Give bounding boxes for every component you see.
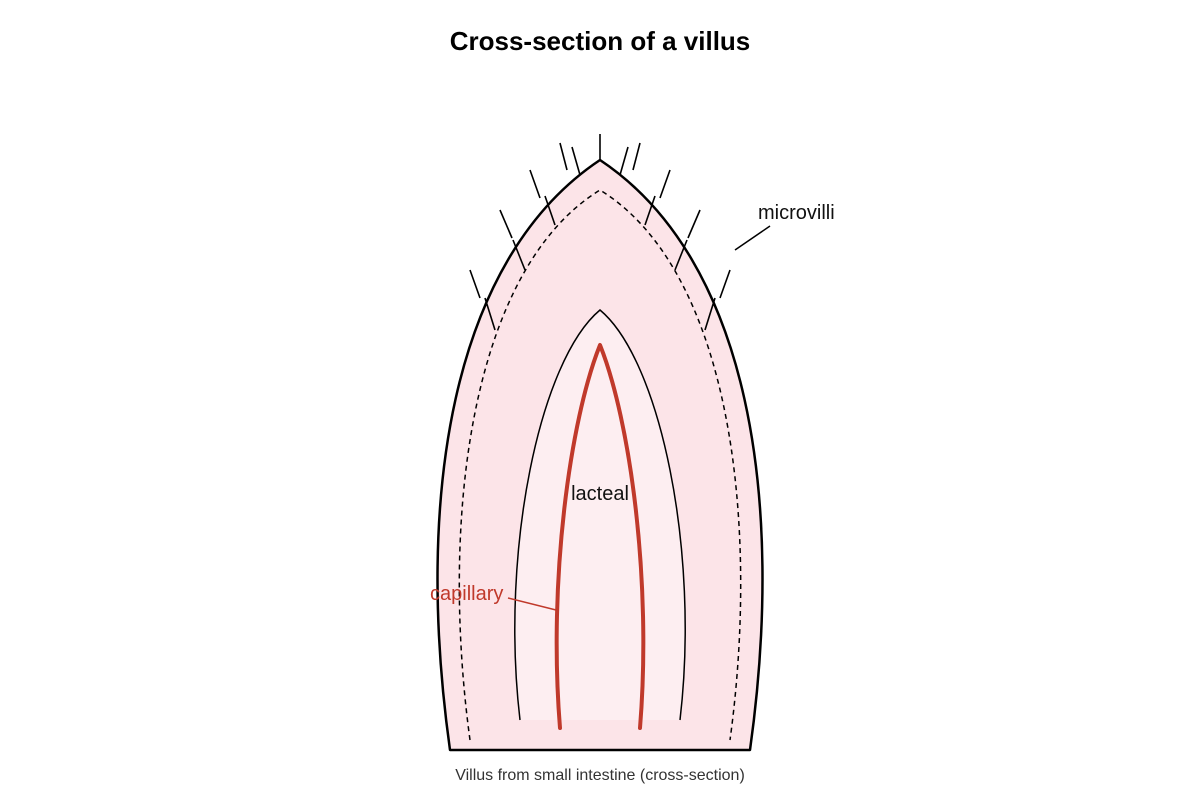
capillary-vessel — [554, 343, 646, 730]
microvillus — [469, 269, 481, 299]
lacteal-wall — [514, 309, 686, 721]
microvillus — [559, 142, 568, 171]
lacteal-label: lacteal — [571, 483, 629, 505]
capillary-leader-line — [507, 597, 557, 611]
microvillus — [544, 195, 556, 226]
microvillus — [644, 195, 656, 226]
microvilli-leader-line — [734, 225, 771, 251]
microvilli-label: microvilli — [758, 202, 835, 224]
epithelium-boundary — [458, 189, 742, 741]
microvillus — [571, 146, 581, 176]
microvillus — [704, 297, 716, 331]
microvillus — [499, 209, 513, 239]
microvillus — [484, 297, 496, 331]
diagram-title: Cross-section of a villus — [450, 26, 751, 56]
microvilli-brush-border — [469, 134, 731, 331]
microvillus — [512, 239, 526, 271]
microvillus — [674, 239, 688, 271]
microvillus — [687, 209, 701, 239]
microvillus — [529, 169, 541, 199]
capillary-label: capillary — [430, 583, 503, 605]
diagram-caption: Villus from small intestine (cross-secti… — [455, 767, 745, 784]
microvillus — [632, 142, 641, 171]
microvillus — [719, 269, 731, 299]
microvillus — [619, 146, 629, 176]
microvillus — [659, 169, 671, 199]
